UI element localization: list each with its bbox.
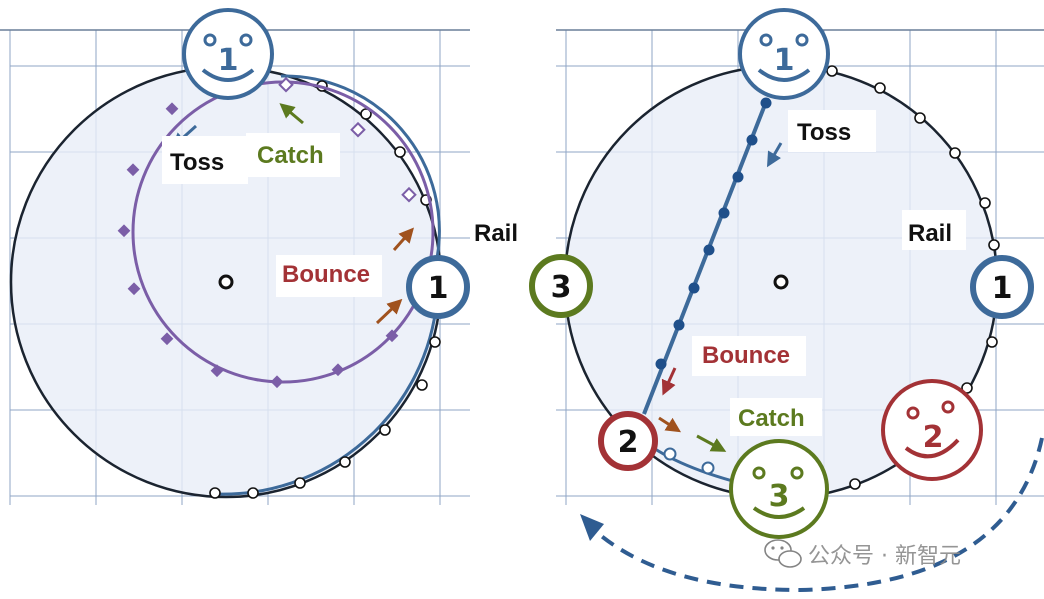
- right-catch-label: Catch: [738, 405, 805, 432]
- right-toss-label: Toss: [797, 119, 851, 146]
- right-face1-number: 1: [774, 43, 795, 78]
- left-catch-label: Catch: [257, 142, 324, 169]
- left-rail-path: [280, 74, 441, 259]
- watermark-text: 公众号 · 新智元: [808, 544, 961, 569]
- right-face2-eye-left: [906, 406, 920, 420]
- left-bounce-hollow-markers: [278, 76, 417, 203]
- left-catch-arrow: [279, 103, 304, 125]
- right-face1-eye-right: [795, 33, 809, 47]
- right-juggler-face-2: 2: [881, 379, 983, 481]
- right-face2-number: 2: [923, 420, 944, 455]
- left-bounce-label: Bounce: [282, 261, 370, 288]
- left-juggler-marker-1: 1: [406, 255, 470, 319]
- left-rail-label: Rail: [474, 220, 518, 247]
- right-marker2-number: 2: [618, 425, 639, 460]
- left-face-number: 1: [218, 43, 239, 78]
- right-center-marker: [773, 274, 789, 290]
- right-rail-dots: [826, 65, 1000, 490]
- watermark: 公众号 · 新智元: [764, 539, 961, 569]
- right-marker3-number: 3: [551, 270, 572, 305]
- left-toss-label: Toss: [170, 149, 224, 176]
- right-toss-arrow: [766, 142, 783, 168]
- left-juggler-face-1: 1: [182, 8, 274, 100]
- right-juggler-face-1: 1: [738, 8, 830, 100]
- right-toss-dots: [655, 97, 772, 370]
- right-face3-eye-right: [790, 466, 804, 480]
- right-bounce-arrow-red: [661, 367, 677, 396]
- left-bounce-solid-markers: [117, 102, 399, 389]
- wechat-icon: [764, 539, 802, 568]
- right-juggler-marker-3: 3: [529, 254, 593, 318]
- right-face2-eye-right: [941, 400, 955, 414]
- right-panel: Toss Rail Bounce Catch 1 2: [529, 8, 1044, 593]
- right-face3-number: 3: [769, 479, 790, 514]
- right-face2-mouth: [904, 438, 960, 459]
- left-bounce-arrow-up: [392, 227, 414, 251]
- right-bounce-label: Bounce: [702, 342, 790, 369]
- right-face3-mouth: [752, 506, 806, 519]
- left-face-eye-right: [239, 33, 253, 47]
- left-center-marker: [218, 274, 234, 290]
- left-marker-number: 1: [428, 271, 449, 306]
- left-rail-path-lower: [214, 299, 439, 496]
- right-face1-eye-left: [759, 33, 773, 47]
- right-bounce-arrow-brown: [658, 416, 682, 433]
- right-juggler-face-3: 3: [729, 439, 829, 539]
- left-rail-dots: [209, 80, 441, 499]
- right-rail-label: Rail: [908, 220, 952, 247]
- right-face3-eye-left: [752, 466, 766, 480]
- left-face-eye-left: [203, 33, 217, 47]
- right-juggler-marker-1: 1: [970, 255, 1034, 319]
- right-catch-arrow: [696, 434, 727, 452]
- right-catch-dots: [663, 447, 715, 475]
- left-face-mouth: [201, 68, 255, 82]
- right-juggler-marker-2: 2: [598, 411, 658, 471]
- left-bounce-arrow-down: [375, 298, 403, 325]
- right-marker1-number: 1: [992, 271, 1013, 306]
- right-rotation-arrow: [590, 437, 1044, 593]
- left-panel: Toss Catch Bounce Rail 1 1: [0, 8, 518, 505]
- right-rotation-arrowhead: [580, 514, 604, 541]
- right-face1-mouth: [757, 68, 811, 82]
